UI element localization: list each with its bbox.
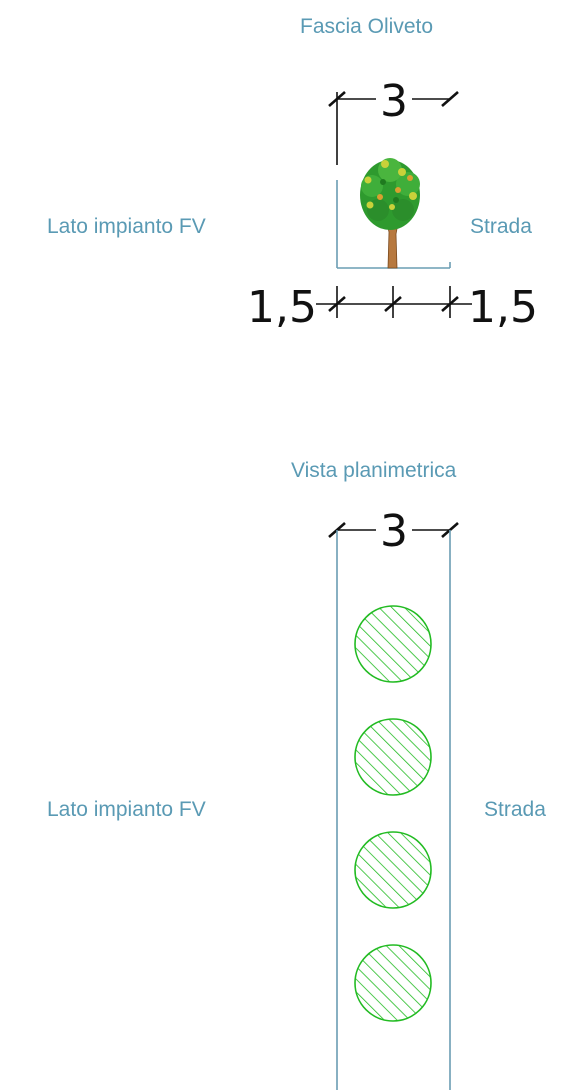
plan-tree-1 [354, 605, 432, 683]
plan-title: Vista planimetrica [291, 459, 457, 482]
plan-tree-3 [354, 831, 432, 909]
section-left-offset-value: 1,5 [247, 282, 317, 333]
section-offset-dimension [316, 286, 472, 318]
olive-tree-icon [360, 158, 420, 269]
plan-tree-row [354, 605, 432, 1022]
section-width-value: 3 [380, 76, 408, 127]
section-right-label: Strada [470, 215, 532, 238]
plan-width-value: 3 [380, 506, 408, 557]
plan-strip-outline [336, 530, 451, 1090]
plan-right-label: Strada [484, 798, 546, 821]
section-right-offset-value: 1,5 [468, 282, 538, 333]
plan-left-label: Lato impianto FV [47, 798, 206, 821]
section-width-dimension [328, 91, 459, 165]
section-left-label: Lato impianto FV [47, 215, 206, 238]
plan-view: 3 [328, 506, 459, 1090]
plan-tree-4 [354, 944, 432, 1022]
section-view: 3 [247, 76, 538, 333]
section-title: Fascia Oliveto [300, 15, 434, 38]
plan-tree-2 [354, 718, 432, 796]
plan-width-dimension [328, 522, 459, 538]
